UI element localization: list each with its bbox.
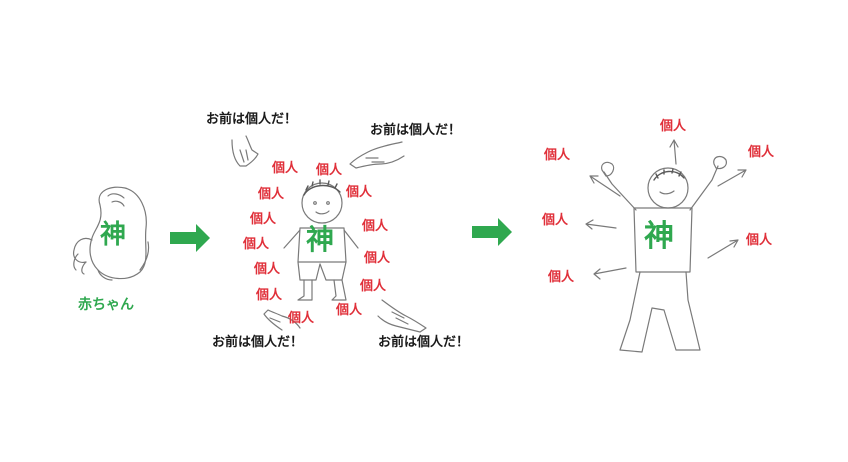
- arrow-2: [472, 218, 512, 246]
- god-kanji-center: 神: [306, 223, 335, 256]
- individual-word: 個人: [254, 262, 281, 277]
- speech-bottom-right: お前は個人だ！: [378, 335, 470, 350]
- person-figure-right: [601, 155, 727, 353]
- individual-word: 個人: [256, 288, 283, 303]
- speech-top-left: お前は個人だ！: [206, 112, 298, 127]
- individual-word: 個人: [548, 270, 575, 285]
- hand-top-right: [349, 141, 405, 169]
- god-kanji-right: 神: [644, 219, 674, 254]
- individual-word: 個人: [544, 148, 571, 163]
- individual-word: 個人: [346, 185, 373, 200]
- individual-word: 個人: [272, 161, 299, 176]
- individual-word: 個人: [243, 237, 270, 252]
- individual-word: 個人: [364, 251, 391, 266]
- arrow-1: [170, 224, 210, 252]
- hand-top-left: [231, 135, 259, 167]
- individual-word: 個人: [660, 119, 687, 134]
- individual-word: 個人: [360, 279, 387, 294]
- individual-word: 個人: [336, 303, 363, 318]
- individual-word: 個人: [542, 213, 569, 228]
- individual-word: 個人: [362, 219, 389, 234]
- individual-word: 個人: [316, 163, 343, 178]
- speech-bottom-left: お前は個人だ！: [212, 335, 304, 350]
- baby-label: 赤ちゃん: [78, 297, 134, 313]
- person-figure-center: [283, 179, 359, 301]
- individual-word: 個人: [288, 311, 315, 326]
- god-kanji-baby: 神: [100, 220, 127, 250]
- hand-bottom-left: [263, 309, 301, 331]
- baby-figure: [73, 186, 150, 281]
- individual-word: 個人: [748, 145, 775, 160]
- hand-bottom-right: [377, 299, 427, 333]
- radiating-arrows: [585, 139, 747, 280]
- individual-word: 個人: [250, 212, 277, 227]
- speech-top-right: お前は個人だ！: [370, 123, 462, 138]
- individual-word: 個人: [258, 187, 285, 202]
- individual-word: 個人: [746, 233, 773, 248]
